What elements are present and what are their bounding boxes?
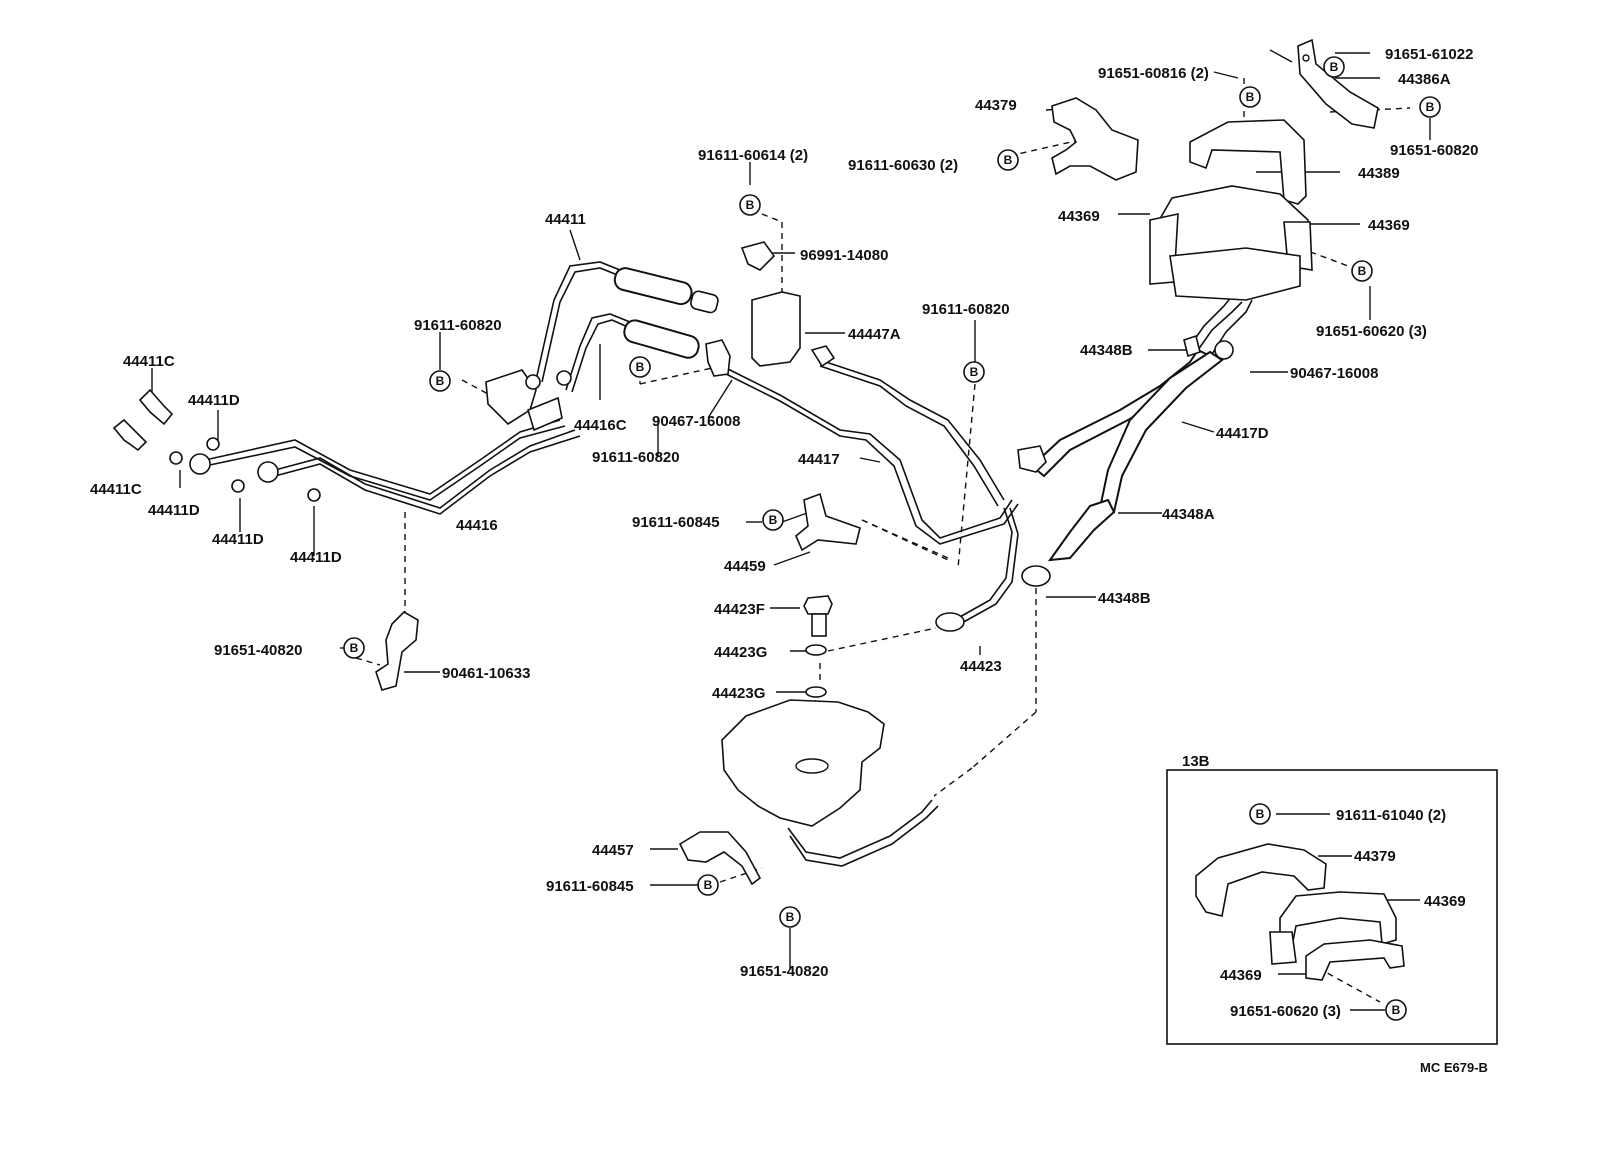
- svg-text:B: B: [636, 360, 645, 374]
- bolt-symbol-icon: B: [997, 149, 1019, 171]
- bolt-symbol-icon: B: [1419, 96, 1441, 118]
- label-44411D: 44411D: [290, 549, 342, 566]
- label-44459: 44459: [724, 558, 766, 575]
- bolt-symbol-icon: B: [1323, 56, 1345, 78]
- svg-text:B: B: [1004, 153, 1013, 167]
- label-44411C: 44411C: [123, 353, 175, 370]
- svg-text:B: B: [746, 198, 755, 212]
- label-44417: 44417: [798, 451, 840, 468]
- bolt-symbol-icon: B: [963, 361, 985, 383]
- label-91651-60820: 91651-60820: [1390, 142, 1478, 159]
- bolt-symbol-icon: B: [629, 356, 651, 378]
- label-44386A: 44386A: [1398, 71, 1451, 88]
- label-91611-60614: 91611-60614 (2): [698, 147, 808, 164]
- bolt-symbol-icon: B: [1351, 260, 1373, 282]
- svg-text:B: B: [970, 365, 979, 379]
- bolt-symbol-icon: B: [697, 874, 719, 896]
- label-91651-60816: 91651-60816 (2): [1098, 65, 1209, 82]
- label-90467-16008: 90467-16008: [1290, 365, 1378, 382]
- svg-text:B: B: [1392, 1003, 1401, 1017]
- label-44423G: 44423G: [712, 685, 765, 702]
- label-44423F: 44423F: [714, 601, 765, 618]
- bolt-symbol-icon: B: [429, 370, 451, 392]
- label-44423: 44423: [960, 658, 1002, 675]
- label-91611-60630: 91611-60630 (2): [848, 157, 958, 174]
- svg-text:B: B: [1358, 264, 1367, 278]
- label-44348B: 44348B: [1080, 342, 1133, 359]
- label-44369: 44369: [1368, 217, 1410, 234]
- bolt-symbol-icon: B: [762, 509, 784, 531]
- svg-text:B: B: [1256, 807, 1265, 821]
- label-91611-60845: 91611-60845: [546, 878, 634, 895]
- label-96991-14080: 96991-14080: [800, 247, 888, 264]
- label-91651-60620: 91651-60620 (3): [1316, 323, 1427, 340]
- svg-text:B: B: [350, 641, 359, 655]
- label-91651-60620: 91651-60620 (3): [1230, 1003, 1341, 1020]
- label-44416: 44416: [456, 517, 498, 534]
- label-44411D: 44411D: [212, 531, 264, 548]
- svg-text:B: B: [1426, 100, 1435, 114]
- label-44411D: 44411D: [188, 392, 240, 409]
- label-91611-60820: 91611-60820: [592, 449, 680, 466]
- label-44457: 44457: [592, 842, 634, 859]
- label-44423G: 44423G: [714, 644, 767, 661]
- part-shapes: [112, 38, 1498, 1045]
- label-13B: 13B: [1182, 753, 1210, 770]
- bolt-symbol-icon: B: [1249, 803, 1271, 825]
- bolt-symbol-icon: B: [1385, 999, 1407, 1021]
- label-44369: 44369: [1424, 893, 1466, 910]
- label-44369: 44369: [1220, 967, 1262, 984]
- label-91611-60820: 91611-60820: [922, 301, 1010, 318]
- part-labels: 91651-61022 91651-60816 (2) 44386A 44379…: [90, 46, 1488, 1075]
- diagram-code: MC E679-B: [1420, 1060, 1488, 1075]
- pipe-lines: [204, 261, 1253, 867]
- label-44348A: 44348A: [1162, 506, 1215, 523]
- bolt-symbols: B B B B B B B B B B B B B B B: [343, 56, 1441, 1021]
- label-91611-61040: 91611-61040 (2): [1336, 807, 1446, 824]
- label-44379: 44379: [1354, 848, 1396, 865]
- svg-text:B: B: [704, 878, 713, 892]
- svg-text:B: B: [1246, 90, 1255, 104]
- bolt-symbol-icon: B: [779, 906, 801, 928]
- label-91611-60845: 91611-60845: [632, 514, 720, 531]
- label-44447A: 44447A: [848, 326, 901, 343]
- svg-text:B: B: [786, 910, 795, 924]
- label-91651-40820: 91651-40820: [214, 642, 302, 659]
- label-44369: 44369: [1058, 208, 1100, 225]
- label-91611-60820: 91611-60820: [414, 317, 502, 334]
- label-44411C: 44411C: [90, 481, 142, 498]
- bolt-symbol-icon: B: [343, 637, 365, 659]
- bolt-symbol-icon: B: [739, 194, 761, 216]
- label-44379: 44379: [975, 97, 1017, 114]
- svg-text:B: B: [1330, 60, 1339, 74]
- label-44411D: 44411D: [148, 502, 200, 519]
- label-90461-10633: 90461-10633: [442, 665, 530, 682]
- label-44348B: 44348B: [1098, 590, 1151, 607]
- svg-text:B: B: [436, 374, 445, 388]
- label-44389: 44389: [1358, 165, 1400, 182]
- bolt-symbol-icon: B: [1239, 86, 1261, 108]
- label-44411: 44411: [545, 211, 586, 228]
- label-90467-16008: 90467-16008: [652, 413, 740, 430]
- label-91651-40820: 91651-40820: [740, 963, 828, 980]
- label-44416C: 44416C: [574, 417, 627, 434]
- label-91651-61022: 91651-61022: [1385, 46, 1473, 63]
- label-44417D: 44417D: [1216, 425, 1269, 442]
- svg-text:B: B: [769, 513, 778, 527]
